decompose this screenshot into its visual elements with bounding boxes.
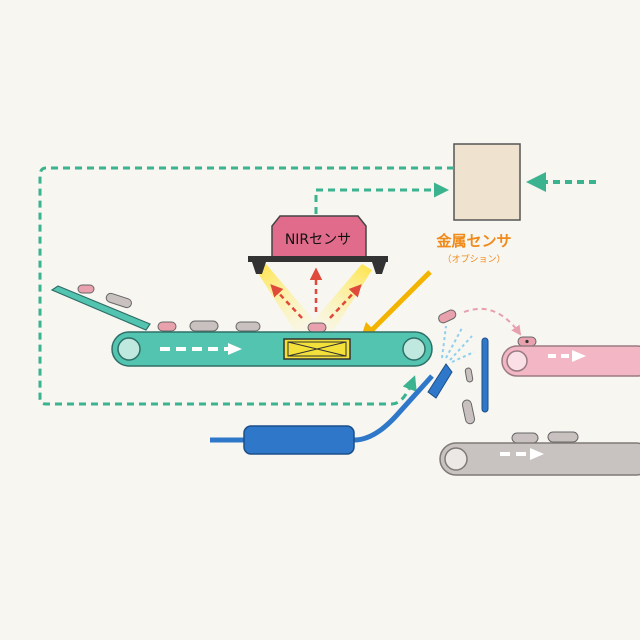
air-ejector <box>210 363 453 455</box>
ejected-item-path <box>463 307 522 336</box>
air-nozzle <box>427 363 453 399</box>
air-tank <box>243 425 355 455</box>
nir-to-controller-line <box>314 182 449 214</box>
main-conveyor <box>111 331 433 367</box>
item <box>235 321 261 332</box>
item <box>189 320 219 332</box>
item <box>307 322 327 333</box>
nir-emitter-left <box>252 262 266 274</box>
falling-item <box>464 367 474 383</box>
item <box>547 431 579 443</box>
air-spray <box>441 325 475 363</box>
nir-light-beam-left <box>256 264 324 336</box>
nir-sensor-label: NIRセンサ <box>285 232 351 248</box>
nir-emitter-right <box>372 262 386 274</box>
nir-light-beam-right <box>304 264 372 336</box>
item <box>157 321 177 332</box>
signal-lines <box>38 166 596 406</box>
feed-chute <box>50 284 151 331</box>
falling-item <box>461 399 476 425</box>
item <box>511 432 539 444</box>
controller-to-left-line <box>38 166 454 406</box>
item <box>105 292 132 309</box>
nir-sensor: NIRセンサ <box>248 215 388 274</box>
reject-conveyor <box>501 336 640 377</box>
measurement-arrows <box>270 267 362 319</box>
air-hose <box>210 374 434 443</box>
accept-conveyor <box>439 431 640 476</box>
controller-box <box>453 143 521 221</box>
ejected-item <box>438 309 457 324</box>
metal-sensor-note: （オプション） <box>442 254 505 265</box>
item <box>77 284 95 294</box>
belt-items <box>157 320 327 333</box>
splitter-plate <box>481 337 489 413</box>
metal-sensor-label: 金属センサ <box>435 232 511 250</box>
